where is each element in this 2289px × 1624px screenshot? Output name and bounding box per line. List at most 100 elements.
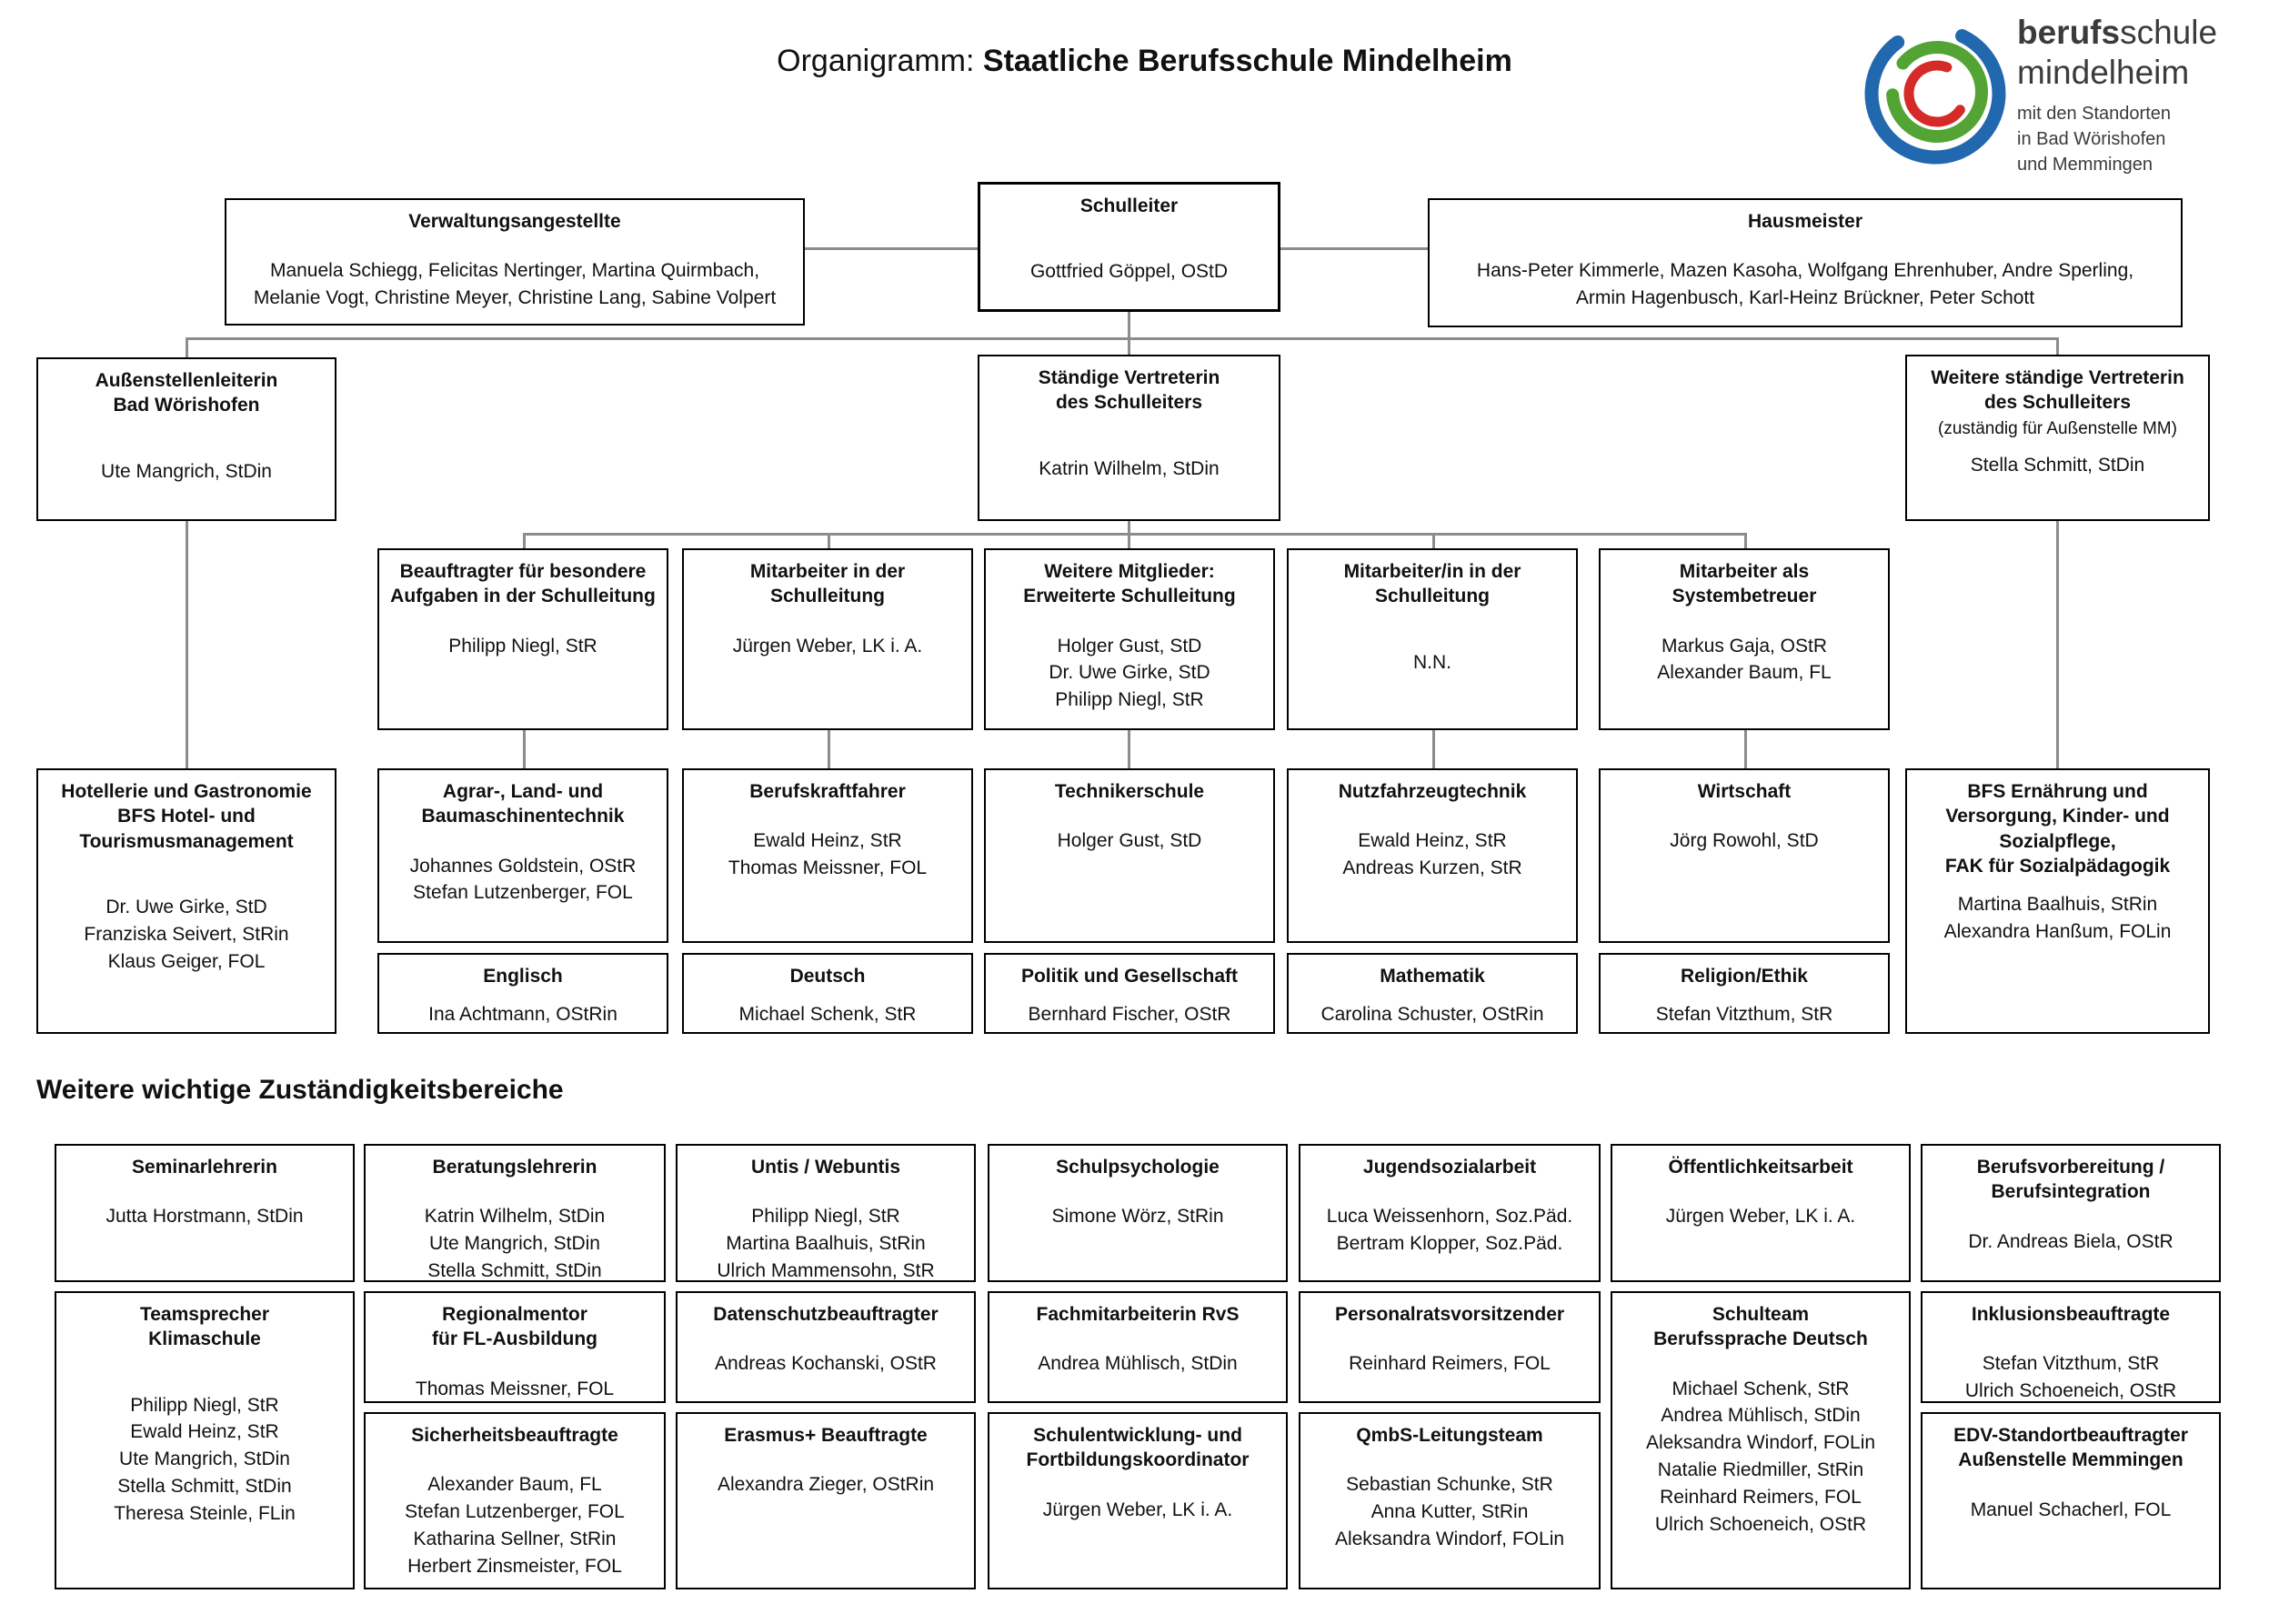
box-title: Inklusionsbeauftragte bbox=[1971, 1304, 2171, 1325]
box-people: Holger Gust, StD Dr. Uwe Girke, StD Phil… bbox=[1049, 635, 1210, 711]
connector bbox=[1432, 536, 1435, 548]
page-title-prefix: Organigramm: bbox=[777, 44, 983, 78]
box-title: EDV-Standortbeauftragter Außenstelle Mem… bbox=[1953, 1425, 2188, 1471]
box-title: Beauftragter für besondere Aufgaben in d… bbox=[390, 561, 656, 607]
box-people: Michael Schenk, StR Andrea Mühlisch, StD… bbox=[1645, 1378, 1876, 1535]
connector bbox=[1744, 730, 1747, 768]
box-people: Gottfried Göppel, OStD bbox=[1029, 261, 1229, 283]
box-people: Dr. Uwe Girke, StD Franziska Seivert, St… bbox=[84, 896, 289, 972]
box-title: Deutsch bbox=[789, 966, 866, 987]
box-title: Außenstellenleiterin Bad Wörishofen bbox=[95, 370, 278, 416]
box-title: Ständige Vertreterin des Schulleiters bbox=[1038, 367, 1220, 414]
box-title: Berufskraftfahrer bbox=[749, 781, 906, 802]
box-politik: Politik und Gesellschaft Bernhard Fische… bbox=[984, 953, 1275, 1034]
connector bbox=[523, 536, 526, 548]
box-deutsch: Deutsch Michael Schenk, StR bbox=[682, 953, 973, 1034]
logo-ring-red-icon bbox=[1903, 60, 1971, 127]
box-people: Ewald Heinz, StR Andreas Kurzen, StR bbox=[1342, 830, 1522, 879]
box-title: Mathematik bbox=[1380, 966, 1485, 987]
logo-name-bold: berufs bbox=[2017, 14, 2121, 51]
box-title: Datenschutzbeauftragter bbox=[713, 1304, 939, 1325]
connector bbox=[1744, 536, 1747, 548]
box-erasmus-beauftragte: Erasmus+ Beauftragte Alexandra Zieger, O… bbox=[676, 1412, 976, 1589]
box-seminarlehrerin: Seminarlehrerin Jutta Horstmann, StDin bbox=[55, 1144, 355, 1282]
box-people: Manuela Schiegg, Felicitas Nertinger, Ma… bbox=[253, 260, 777, 309]
box-schulleiter: Schulleiter Gottfried Göppel, OStD bbox=[978, 182, 1280, 312]
box-people: Alexander Baum, FL Stefan Lutzenberger, … bbox=[405, 1474, 625, 1577]
box-title: Öffentlichkeitsarbeit bbox=[1668, 1157, 1853, 1178]
box-inklusionsbeauftragte: Inklusionsbeauftragte Stefan Vitzthum, S… bbox=[1921, 1291, 2221, 1403]
box-title: Sicherheitsbeauftragte bbox=[411, 1425, 618, 1446]
box-edv-memmingen: EDV-Standortbeauftragter Außenstelle Mem… bbox=[1921, 1412, 2221, 1589]
logo-ring-blue-icon bbox=[1864, 23, 2006, 165]
box-berufsvorbereitung: Berufsvorbereitung / Berufsintegration D… bbox=[1921, 1144, 2221, 1282]
logo-tagline: mit den Standorten in Bad Wörishofen und… bbox=[2017, 103, 2171, 175]
box-people: Carolina Schuster, OStRin bbox=[1320, 1004, 1544, 1026]
box-mathematik: Mathematik Carolina Schuster, OStRin bbox=[1287, 953, 1578, 1034]
box-mitarbeiter-in-schulleitung: Mitarbeiter/in in der Schulleitung N.N. bbox=[1287, 548, 1578, 730]
box-people: N.N. bbox=[1413, 651, 1451, 673]
box-people: Jürgen Weber, LK i. A. bbox=[732, 635, 923, 657]
connector bbox=[1128, 340, 1130, 355]
box-people: Philipp Niegl, StR bbox=[448, 635, 597, 657]
box-title: Seminarlehrerin bbox=[132, 1157, 277, 1178]
box-verwaltungsangestellte: Verwaltungsangestellte Manuela Schiegg, … bbox=[225, 198, 805, 326]
box-people: Stefan Vitzthum, StR Ulrich Schoeneich, … bbox=[1964, 1353, 2177, 1402]
box-title: Jugendsozialarbeit bbox=[1362, 1157, 1537, 1178]
box-qmbs-leitungsteam: QmbS-Leitungsteam Sebastian Schunke, StR… bbox=[1299, 1412, 1601, 1589]
box-people: Martina Baalhuis, StRin Alexandra Hanßum… bbox=[1943, 894, 2172, 942]
connector bbox=[2056, 340, 2059, 355]
section-heading: Weitere wichtige Zuständigkeitsbereiche bbox=[36, 1075, 564, 1105]
box-people: Ute Mangrich, StDin bbox=[101, 460, 272, 482]
logo-text: berufsschule mindelheim mit den Standort… bbox=[2017, 13, 2217, 177]
box-title: Erasmus+ Beauftragte bbox=[724, 1425, 928, 1446]
box-title: Schulteam Berufssprache Deutsch bbox=[1653, 1304, 1868, 1350]
box-title: Beratungslehrerin bbox=[432, 1157, 597, 1178]
box-people: Ewald Heinz, StR Thomas Meissner, FOL bbox=[728, 830, 928, 879]
box-title: Hausmeister bbox=[1747, 211, 1863, 232]
connector bbox=[828, 730, 830, 768]
logo-name-line2: mindelheim bbox=[2017, 54, 2190, 92]
box-title: QmbS-Leitungsteam bbox=[1356, 1425, 1543, 1446]
box-people: Luca Weissenhorn, Soz.Päd. Bertram Klopp… bbox=[1326, 1206, 1573, 1255]
box-people: Simone Wörz, StRin bbox=[1051, 1206, 1224, 1228]
box-title: Schulentwicklung- und Fortbildungskoordi… bbox=[1026, 1425, 1250, 1471]
box-oeffentlichkeitsarbeit: Öffentlichkeitsarbeit Jürgen Weber, LK i… bbox=[1611, 1144, 1911, 1282]
box-title: Schulleiter bbox=[1079, 195, 1179, 216]
box-title: Fachmitarbeiterin RvS bbox=[1036, 1304, 1240, 1325]
box-people: Hans-Peter Kimmerle, Mazen Kasoha, Wolfg… bbox=[1476, 260, 2134, 309]
box-people: Philipp Niegl, StR Ewald Heinz, StR Ute … bbox=[114, 1394, 296, 1524]
box-erweiterte-schulleitung: Weitere Mitglieder: Erweiterte Schulleit… bbox=[984, 548, 1275, 730]
box-wirtschaft: Wirtschaft Jörg Rowohl, StD bbox=[1599, 768, 1890, 943]
box-people: Holger Gust, StD bbox=[1057, 830, 1202, 852]
school-logo: berufsschule mindelheim mit den Standort… bbox=[1855, 7, 2283, 189]
box-title: Schulpsychologie bbox=[1056, 1157, 1220, 1178]
connector bbox=[2056, 521, 2059, 768]
box-people: Katrin Wilhelm, StDin Ute Mangrich, StDi… bbox=[424, 1206, 606, 1281]
box-title: Berufsvorbereitung / Berufsintegration bbox=[1976, 1157, 2165, 1203]
box-title: BFS Ernährung und Versorgung, Kinder- un… bbox=[1944, 781, 2171, 877]
box-people: Jürgen Weber, LK i. A. bbox=[1665, 1206, 1856, 1228]
box-title: Teamsprecher Klimaschule bbox=[139, 1304, 270, 1350]
box-people: Stella Schmitt, StDin bbox=[1970, 455, 2145, 476]
box-bfs-ernaehrung: BFS Ernährung und Versorgung, Kinder- un… bbox=[1905, 768, 2210, 1034]
box-people: Manuel Schacherl, FOL bbox=[1970, 1499, 2172, 1520]
connector bbox=[186, 521, 188, 768]
connector bbox=[523, 533, 1747, 536]
box-englisch: Englisch Ina Achtmann, OStRin bbox=[377, 953, 668, 1034]
box-people: Sebastian Schunke, StR Anna Kutter, StRi… bbox=[1334, 1474, 1565, 1549]
box-people: Philipp Niegl, StR Martina Baalhuis, StR… bbox=[717, 1206, 935, 1281]
connector bbox=[1128, 521, 1130, 535]
page-title-main: Staatliche Berufsschule Mindelheim bbox=[982, 44, 1512, 78]
connector bbox=[1432, 730, 1435, 768]
box-title: Nutzfahrzeugtechnik bbox=[1338, 781, 1527, 802]
connector bbox=[828, 536, 830, 548]
box-berufskraftfahrer: Berufskraftfahrer Ewald Heinz, StR Thoma… bbox=[682, 768, 973, 943]
connector bbox=[1280, 247, 1428, 250]
box-people: Andrea Mühlisch, StDin bbox=[1038, 1353, 1238, 1375]
box-people: Jörg Rowohl, StD bbox=[1670, 830, 1819, 852]
box-schulpsychologie: Schulpsychologie Simone Wörz, StRin bbox=[988, 1144, 1288, 1282]
box-title: Personalratsvorsitzender bbox=[1334, 1304, 1565, 1325]
box-title: Religion/Ethik bbox=[1680, 966, 1808, 987]
box-title: Politik und Gesellschaft bbox=[1020, 966, 1239, 987]
